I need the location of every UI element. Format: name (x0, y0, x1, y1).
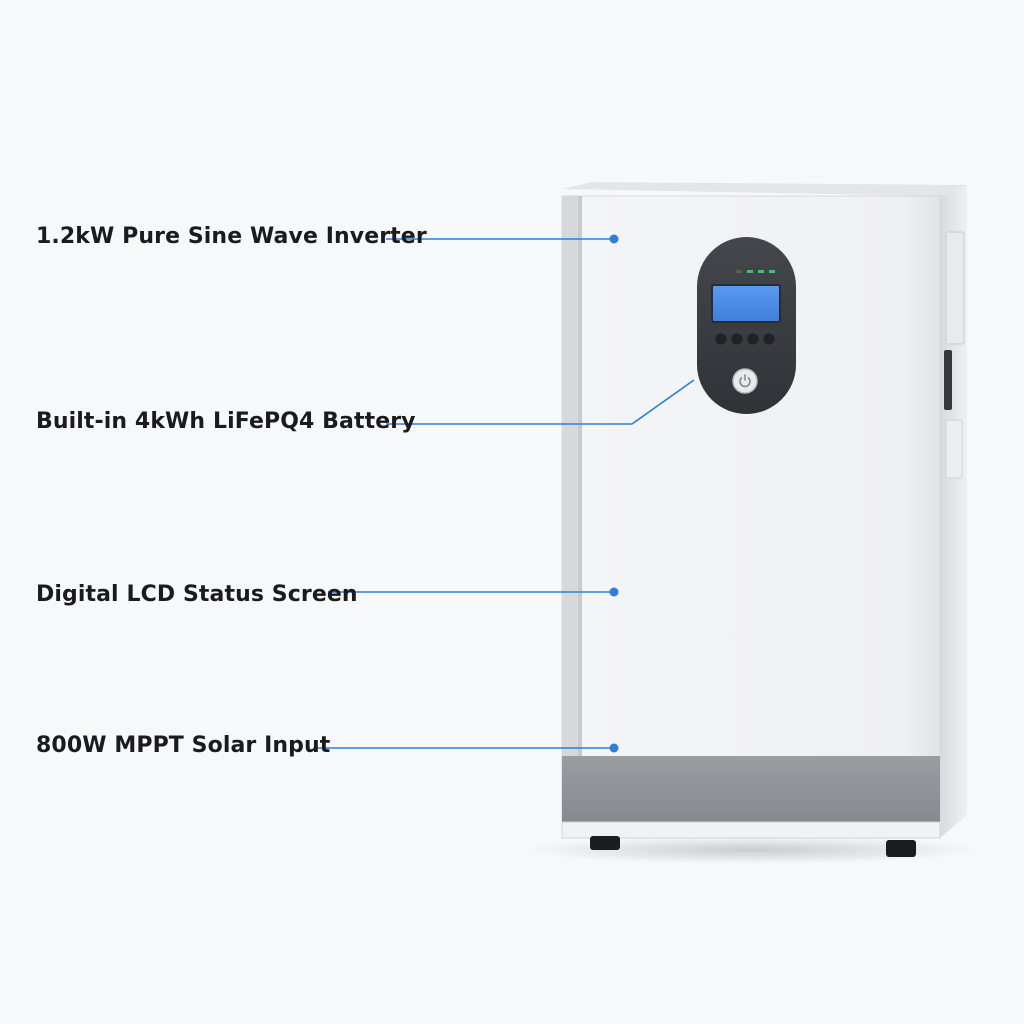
status-led (747, 270, 753, 273)
panel-button[interactable] (715, 333, 727, 345)
callout-dots (609, 234, 619, 753)
side-port (944, 350, 952, 410)
lcd-screen (711, 284, 781, 323)
feature-label-battery: Built-in 4kWh LiFePQ4 Battery (36, 409, 416, 434)
floor-shadow (522, 836, 982, 864)
foot-right (886, 840, 916, 857)
panel-button[interactable] (763, 333, 775, 345)
panel-buttons (715, 333, 775, 345)
side-vent-bottom (945, 419, 963, 479)
status-leds (736, 270, 775, 273)
feature-label-lcd: Digital LCD Status Screen (36, 582, 358, 607)
cabinet-left-groove (578, 196, 582, 756)
callout-dot-3 (609, 587, 619, 597)
power-button-body[interactable] (732, 368, 758, 394)
side-vent-top (945, 231, 965, 345)
status-led (769, 270, 775, 273)
feature-label-solar: 800W MPPT Solar Input (36, 733, 331, 758)
cabinet-left-frame (562, 196, 578, 838)
cabinet-top (562, 182, 967, 196)
foot-left (590, 836, 620, 850)
feature-label-inverter: 1.2kW Pure Sine Wave Inverter (36, 224, 427, 249)
status-led (758, 270, 764, 273)
cabinet-base-band (562, 756, 940, 822)
control-panel (697, 237, 796, 414)
callout-line-2 (386, 379, 695, 425)
panel-button[interactable] (747, 333, 759, 345)
cabinet-bottom-lip (561, 821, 941, 839)
callout-dot-4 (609, 743, 619, 753)
power-icon (739, 374, 751, 388)
status-led (736, 270, 742, 273)
cabinet-side (940, 185, 967, 838)
callout-dot-1 (609, 234, 619, 244)
power-button[interactable] (732, 368, 758, 394)
callouts (315, 238, 695, 749)
panel-button[interactable] (731, 333, 743, 345)
